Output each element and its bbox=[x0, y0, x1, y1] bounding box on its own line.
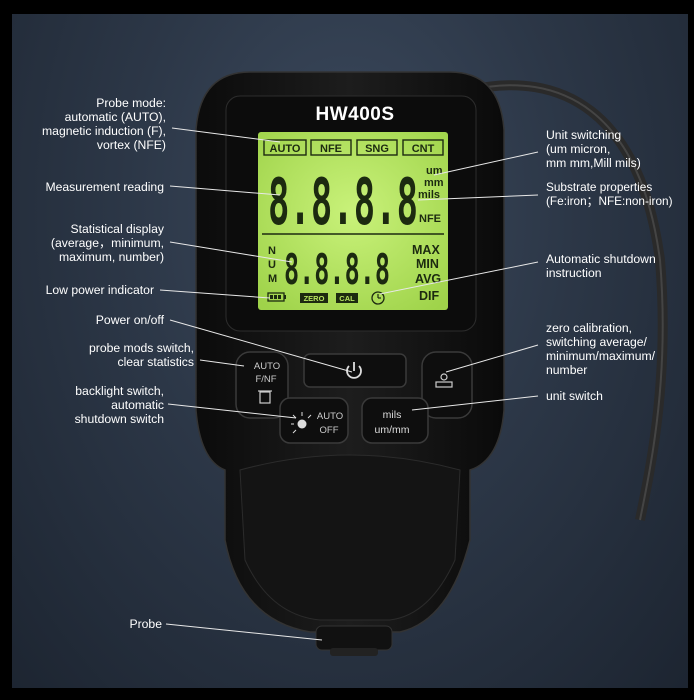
label-substrate: Substrate properties (Fe:iron；NFE:non-ir… bbox=[546, 180, 673, 208]
device-model: HW400S bbox=[315, 104, 395, 125]
label-unit-switch: unit switch bbox=[546, 389, 603, 403]
unit-button-label-2: um/mm bbox=[375, 424, 410, 436]
label-auto-shutdown: Automatic shutdown instruction bbox=[546, 252, 656, 280]
lcd-cal: CAL bbox=[339, 294, 355, 303]
label-probe-mods: probe mods switch, clear statistics bbox=[89, 341, 194, 369]
lcd-substrate: NFE bbox=[419, 213, 441, 225]
label-measurement: Measurement reading bbox=[45, 180, 164, 194]
probe-tip bbox=[315, 625, 393, 651]
label-probe: Probe bbox=[129, 617, 162, 631]
lcd-mode-sng: SNG bbox=[365, 143, 389, 155]
lcd-unit-mils: mils bbox=[418, 189, 440, 201]
backlight-button-label-1: AUTO bbox=[317, 411, 343, 422]
unit-button[interactable] bbox=[361, 397, 429, 444]
backlight-button[interactable] bbox=[279, 397, 349, 444]
frame-top bbox=[0, 0, 694, 14]
label-zero-cal: zero calibration, switching average/ min… bbox=[546, 321, 656, 377]
lcd-main-reading: 8.8.8.8 bbox=[268, 166, 418, 240]
lcd-stat-reading: 8.8.8.8 bbox=[284, 245, 390, 294]
mode-button[interactable] bbox=[235, 351, 289, 419]
label-power: Power on/off bbox=[95, 313, 164, 327]
lcd-stat-letter-n: N bbox=[268, 245, 276, 257]
callout-lines bbox=[159, 127, 539, 641]
lcd-screen bbox=[258, 132, 448, 310]
lcd-stat-letter-m: M bbox=[268, 273, 277, 285]
trash-icon bbox=[258, 390, 272, 404]
label-probe-mode: Probe mode: automatic (AUTO), magnetic i… bbox=[42, 96, 166, 152]
battery-icon bbox=[267, 292, 286, 302]
label-low-power: Low power indicator bbox=[45, 283, 154, 297]
lcd-stat-dif: DIF bbox=[419, 289, 440, 303]
label-backlight: backlight switch, automatic shutdown swi… bbox=[74, 384, 164, 426]
lcd-stat-letter-u: U bbox=[268, 259, 276, 271]
lcd-stat-max: MAX bbox=[412, 243, 440, 257]
lcd-mode-cnt: CNT bbox=[412, 143, 435, 155]
calibration-icon bbox=[435, 373, 453, 388]
lcd-stat-min: MIN bbox=[416, 257, 439, 271]
frame-left bbox=[0, 0, 12, 700]
lcd-mode-nfe: NFE bbox=[320, 143, 342, 155]
power-icon bbox=[346, 362, 362, 379]
clock-icon bbox=[371, 291, 385, 305]
power-button[interactable] bbox=[303, 353, 407, 388]
label-statistical: Statistical display (average，minimum, ma… bbox=[50, 222, 164, 264]
mode-button-label-2: F/NF bbox=[255, 374, 276, 385]
frame-right bbox=[688, 0, 694, 700]
unit-button-label-1: mils bbox=[383, 409, 402, 421]
grip bbox=[239, 454, 461, 621]
frame-bottom bbox=[0, 688, 694, 700]
lcd-mode-auto: AUTO bbox=[270, 143, 301, 155]
backlight-button-label-2: OFF bbox=[320, 425, 339, 436]
lcd-mode-row: AUTO NFE SNG CNT bbox=[263, 139, 444, 156]
mode-button-label-1: AUTO bbox=[254, 361, 280, 372]
lcd-unit-mm: mm bbox=[424, 177, 444, 189]
label-unit-switching: Unit switching (um micron, mm mm,Mill mi… bbox=[546, 128, 641, 170]
lcd-zero: ZERO bbox=[304, 294, 325, 303]
